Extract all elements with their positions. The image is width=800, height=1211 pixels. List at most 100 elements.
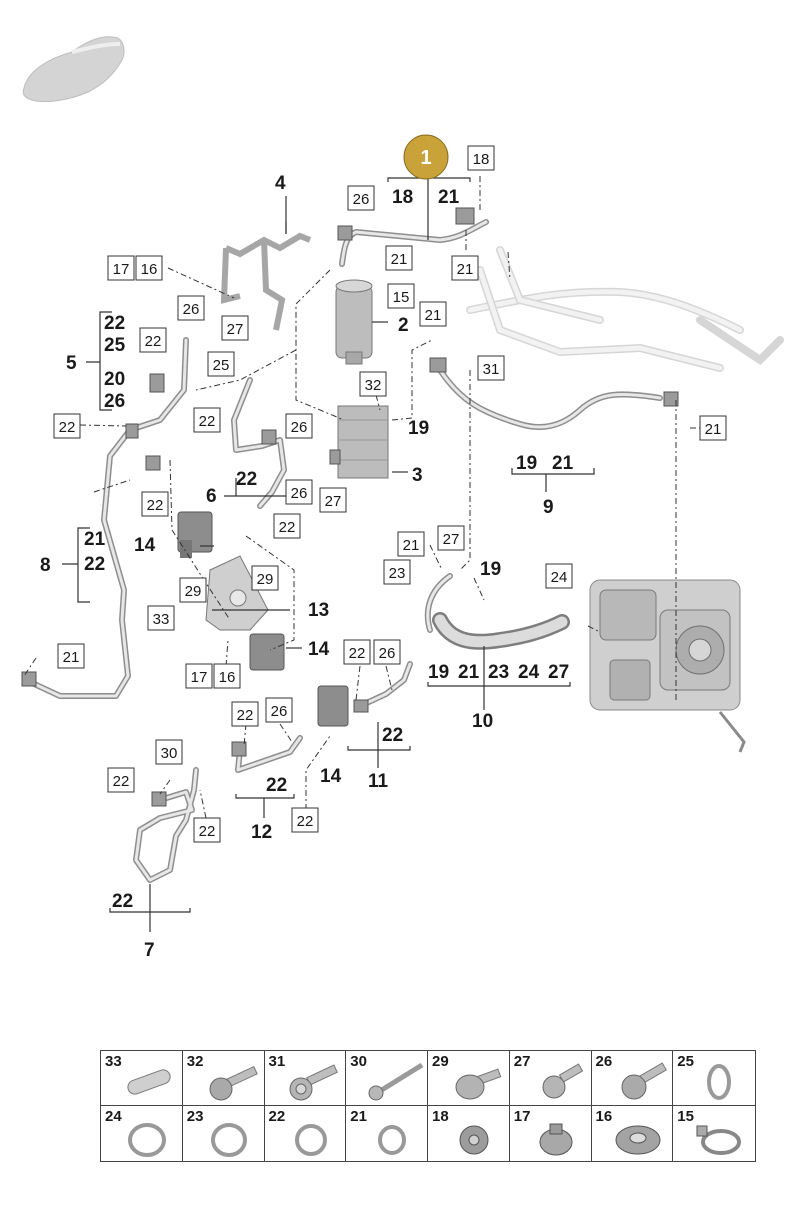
bracket-4 xyxy=(220,222,312,331)
ref-box: 22 xyxy=(107,767,135,793)
valve-blocks xyxy=(177,511,349,727)
callout-group10-19: 19 xyxy=(428,662,449,683)
legend-cell: 25 xyxy=(673,1051,755,1106)
ref-box: 26 xyxy=(265,697,293,723)
hose-line-9 xyxy=(429,357,679,431)
legend-number: 29 xyxy=(432,1053,449,1070)
svg-text:21: 21 xyxy=(391,251,408,268)
svg-text:17: 17 xyxy=(191,669,208,686)
ref-box: 16 xyxy=(213,663,241,689)
callout-line-11: 11 xyxy=(368,771,389,792)
pipe-line-8 xyxy=(21,337,189,699)
legend-number: 31 xyxy=(268,1053,286,1070)
callout-line-9: 9 xyxy=(543,497,554,518)
callout-receiver-drier: 2 xyxy=(398,315,409,336)
ref-box: 23 xyxy=(383,559,411,585)
ref-box: 26 xyxy=(177,295,205,321)
legend-number: 30 xyxy=(350,1053,367,1070)
legend-number: 33 xyxy=(105,1053,122,1070)
ref-box: 21 xyxy=(451,255,479,281)
legend-cell: 26 xyxy=(591,1051,674,1106)
legend-cell: 22 xyxy=(265,1106,347,1161)
pipe-line-1 xyxy=(337,207,489,267)
legend-cell: 30 xyxy=(346,1051,428,1106)
ref-box: 26 xyxy=(373,639,401,665)
legend-number: 18 xyxy=(432,1108,449,1125)
svg-text:22: 22 xyxy=(279,519,296,536)
ref-box: 33 xyxy=(147,605,175,631)
receiver-drier xyxy=(335,279,373,365)
legend-number: 23 xyxy=(186,1108,204,1125)
ref-box: 22 xyxy=(231,701,259,727)
svg-text:21: 21 xyxy=(457,261,474,278)
svg-text:22: 22 xyxy=(145,333,162,350)
svg-text:27: 27 xyxy=(443,531,460,548)
callout-group5-26: 26 xyxy=(104,391,125,412)
flange-bolt-icon xyxy=(209,1065,258,1101)
bracket-13 xyxy=(205,555,269,631)
callout-group9-19: 19 xyxy=(516,453,537,474)
ref-box: 22 xyxy=(193,407,221,433)
svg-text:29: 29 xyxy=(185,583,202,600)
compressor xyxy=(589,579,746,753)
legend-cell: 23 xyxy=(183,1106,265,1161)
ref-box: 27 xyxy=(437,525,465,551)
legend-cell: 18 xyxy=(428,1106,510,1161)
legend-number: 26 xyxy=(595,1053,613,1070)
ref-box: 26 xyxy=(285,479,313,505)
hex-bolt-icon xyxy=(621,1062,667,1100)
ref-box: 22 xyxy=(193,817,221,843)
callout-bracket: 4 xyxy=(275,173,286,194)
callout-group9-21: 21 xyxy=(552,453,574,474)
ref-box: 21 xyxy=(419,301,447,327)
svg-text:27: 27 xyxy=(325,493,342,510)
callout-19b: 19 xyxy=(480,559,501,580)
callout-line-10: 10 xyxy=(472,711,493,732)
boxed-references: 18 26 21 21 15 17 16 26 27 22 25 21 31 3… xyxy=(53,145,727,843)
callout-group1-18: 18 xyxy=(392,187,413,208)
valve-cap-icon xyxy=(459,1125,489,1155)
ref-box: 16 xyxy=(135,255,163,281)
ref-box: 22 xyxy=(53,413,81,439)
ref-box: 22 xyxy=(141,491,169,517)
pipe-line-11 xyxy=(353,661,413,713)
svg-text:17: 17 xyxy=(113,261,130,278)
pipe-line-12 xyxy=(231,735,303,773)
badge-label: 1 xyxy=(420,147,431,169)
legend-number: 27 xyxy=(513,1053,531,1070)
group-brackets xyxy=(62,177,595,932)
ref-box: 21 xyxy=(385,245,413,271)
ref-box: 26 xyxy=(285,413,313,439)
ref-box: 21 xyxy=(699,415,727,441)
ref-box: 29 xyxy=(179,577,207,603)
pipe-line-7 xyxy=(133,767,199,883)
callout-numbers: 2 3 4 5 6 7 8 9 10 11 12 13 14 14 14 19 … xyxy=(40,173,574,961)
ref-box: 30 xyxy=(155,739,183,765)
callout-group6-22: 22 xyxy=(236,469,257,490)
svg-text:22: 22 xyxy=(297,813,314,830)
ref-box: 27 xyxy=(319,487,347,513)
legend-cell: 17 xyxy=(510,1106,592,1161)
svg-text:23: 23 xyxy=(389,565,406,582)
callout-group8-22: 22 xyxy=(84,554,105,575)
legend-cell: 15 xyxy=(673,1106,755,1161)
o-ring-icon xyxy=(378,1125,407,1155)
svg-text:22: 22 xyxy=(59,419,76,436)
ref-box: 32 xyxy=(359,371,387,397)
svg-text:26: 26 xyxy=(291,485,308,502)
o-ring-icon xyxy=(707,1064,732,1100)
ref-box: 29 xyxy=(251,565,279,591)
svg-text:26: 26 xyxy=(379,645,396,662)
legend-cell: 16 xyxy=(592,1106,674,1161)
callout-group5-22: 22 xyxy=(104,313,125,334)
grommet-icon xyxy=(539,1123,573,1156)
legend-number: 22 xyxy=(268,1108,286,1125)
ref-box: 22 xyxy=(273,513,301,539)
callout-group1-21: 21 xyxy=(438,187,460,208)
svg-text:15: 15 xyxy=(393,289,410,306)
svg-text:22: 22 xyxy=(199,823,216,840)
callout-line-6: 6 xyxy=(206,486,217,507)
svg-text:22: 22 xyxy=(199,413,216,430)
legend-cell: 32 xyxy=(182,1051,265,1106)
